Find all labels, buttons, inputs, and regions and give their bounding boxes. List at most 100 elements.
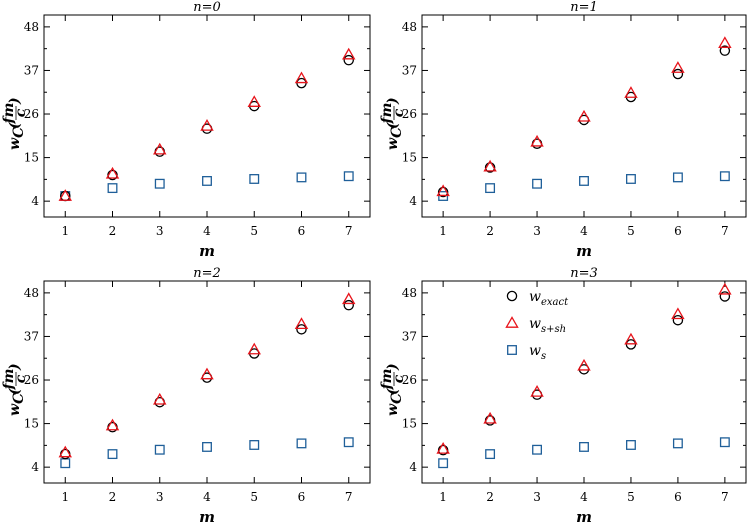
y-tick-label: 48 (402, 286, 417, 300)
data-point-w-s (60, 458, 71, 469)
data-point-w-exact (484, 162, 496, 173)
data-point-w-s-sh (247, 342, 261, 355)
y-axis-label-open-paren: ( (7, 121, 23, 129)
x-tick-label: 4 (580, 490, 588, 504)
x-tick-label: 7 (345, 490, 353, 504)
data-point-w-s-sh (436, 184, 450, 197)
data-point-w-s (296, 172, 307, 183)
y-tick-label: 15 (402, 417, 417, 431)
y-tick-label: 37 (402, 329, 417, 343)
data-point-w-s-sh (483, 159, 497, 172)
x-tick-label: 3 (533, 490, 541, 504)
x-axis-label: m (199, 242, 215, 260)
legend-label-exact: wexact (529, 289, 569, 308)
y-axis-label-open-paren: ( (7, 387, 23, 395)
x-tick-label: 6 (674, 224, 682, 238)
y-axis-label: wC(fmc) (1, 97, 29, 150)
y-tick-label: 37 (24, 63, 39, 77)
y-axis-label-w: w (7, 137, 23, 150)
y-axis-label-den: c (391, 374, 407, 383)
data-point-w-s (672, 438, 683, 449)
x-tick-label: 2 (486, 490, 494, 504)
data-point-w-s (626, 440, 636, 450)
legend: wexact ws+sh ws (505, 289, 569, 362)
y-tick-label: 48 (24, 286, 39, 300)
x-tick-label: 1 (439, 490, 447, 504)
data-point-w-s-sh (530, 134, 544, 147)
data-point-w-s (579, 176, 589, 186)
y-tick-label: 4 (31, 194, 39, 208)
y-tick-label: 26 (402, 107, 417, 121)
data-point-w-s (719, 171, 730, 182)
data-point-w-s (202, 176, 212, 186)
x-tick-label: 4 (580, 224, 588, 238)
data-point-w-s (532, 178, 542, 189)
data-point-w-s-sh (105, 418, 120, 431)
legend-marker-s (507, 345, 517, 355)
data-point-w-s (532, 444, 542, 455)
data-point-w-s-sh (342, 292, 356, 305)
data-point-w-s-sh (247, 95, 261, 107)
y-tick-label: 15 (24, 151, 39, 165)
data-point-w-s-sh (577, 109, 591, 122)
x-tick-label: 4 (203, 490, 211, 504)
data-point-w-exact (672, 68, 684, 80)
panel-title: n=2 (193, 266, 221, 281)
x-tick-label: 6 (298, 490, 306, 504)
data-point-w-s-sh (153, 392, 167, 405)
y-axis-label: wC(fmc) (379, 97, 407, 150)
y-tick-label: 26 (24, 107, 39, 121)
x-tick-label: 2 (486, 224, 494, 238)
legend-marker-exact (506, 290, 518, 302)
data-point-w-s (202, 442, 212, 452)
data-point-w-s (438, 458, 449, 469)
x-tick-label: 7 (721, 490, 729, 504)
y-axis-label-den: c (13, 374, 29, 383)
y-axis-label-close-paren: ) (385, 363, 401, 371)
y-axis-label: wC(fmc) (1, 363, 29, 416)
y-axis-label-num: fm (379, 103, 395, 125)
x-tick-label: 7 (721, 224, 729, 238)
x-tick-label: 5 (627, 224, 635, 238)
data-point-w-s (107, 449, 118, 460)
x-tick-label: 3 (156, 224, 164, 238)
data-point-w-s-sh (153, 142, 167, 155)
data-point-w-s-sh (671, 307, 685, 320)
y-tick-label: 4 (409, 460, 417, 474)
legend-label-s: ws (529, 343, 546, 362)
x-tick-label: 5 (250, 224, 258, 238)
data-point-w-s (485, 183, 496, 194)
x-tick-label: 5 (250, 490, 258, 504)
y-axis-label-close-paren: ) (7, 363, 23, 371)
y-tick-label: 4 (409, 194, 417, 208)
data-point-w-s (579, 442, 589, 452)
data-point-w-s-sh (483, 411, 497, 424)
x-axis-label: m (576, 242, 592, 260)
x-tick-label: 3 (156, 490, 164, 504)
y-tick-label: 26 (24, 373, 39, 387)
data-point-w-exact (343, 54, 354, 66)
y-tick-label: 37 (402, 63, 417, 77)
data-point-w-s-sh (105, 166, 120, 179)
y-tick-label: 4 (31, 460, 39, 474)
x-axis-label: m (199, 508, 215, 526)
data-point-w-s-sh (294, 71, 309, 84)
data-point-w-s-sh (577, 358, 591, 371)
data-point-w-s-sh (718, 282, 732, 295)
data-point-w-s (485, 449, 496, 460)
data-point-w-s (154, 178, 165, 189)
plot-frame (43, 14, 371, 218)
y-axis-label-close-paren: ) (385, 97, 401, 105)
data-point-w-s (343, 171, 354, 182)
data-point-w-exact (719, 45, 731, 56)
data-point-w-s (296, 438, 307, 449)
legend-label-s-sh: ws+sh (529, 316, 566, 335)
y-axis-label-open-paren: ( (385, 387, 401, 395)
data-point-w-s (249, 174, 260, 184)
x-tick-label: 1 (61, 224, 69, 238)
y-tick-label: 15 (24, 417, 39, 431)
y-axis-label-sub: C (11, 127, 27, 138)
